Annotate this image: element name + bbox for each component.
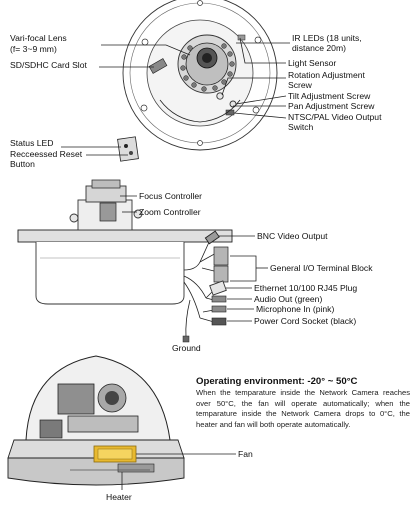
cable-connectors xyxy=(182,230,229,343)
reset-button-label: Recceessed Reset xyxy=(10,149,83,159)
top-view-leaders xyxy=(61,37,290,156)
lens-label: Vari-focal Lens xyxy=(10,33,67,43)
pan-screw-label: Pan Adjustment Screw xyxy=(288,101,375,111)
focus-controller-label: Focus Controller xyxy=(139,191,202,201)
operating-environment-title: Operating environment: -20° ~ 50°C xyxy=(196,376,358,387)
heater-label: Heater xyxy=(106,492,132,502)
ntsc-switch-label-2: Switch xyxy=(288,122,314,132)
cutaway-leaders xyxy=(121,453,236,490)
side-view-leaders xyxy=(120,195,268,322)
rotation-screw-label-2: Screw xyxy=(288,80,313,90)
card-slot-label: SD/SDHC Card Slot xyxy=(10,60,87,70)
fan-label: Fan xyxy=(238,449,253,459)
camera-cutaway-view xyxy=(7,355,185,486)
ntsc-switch-label: NTSC/PAL Video Output xyxy=(288,112,382,122)
ir-leds-label: IR LEDs (18 units, xyxy=(292,33,362,43)
ir-leds-label-2: distance 20m) xyxy=(292,43,346,53)
zoom-controller-label: Zoom Controller xyxy=(139,207,201,217)
rotation-screw-label: Rotation Adjustment xyxy=(288,70,366,80)
ground-label: Ground xyxy=(172,343,201,353)
bnc-output-label: BNC Video Output xyxy=(257,231,328,241)
light-sensor-label: Light Sensor xyxy=(288,58,336,68)
camera-side-view xyxy=(17,179,233,319)
power-socket-label: Power Cord Socket (black) xyxy=(254,316,356,326)
io-terminal-label: General I/O Terminal Block xyxy=(270,263,373,273)
lens-sub-label: (f= 3~9 mm) xyxy=(10,44,57,54)
microphone-in-label: Microphone In (pink) xyxy=(256,304,334,314)
ethernet-plug-label: Ethernet 10/100 RJ45 Plug xyxy=(254,283,357,293)
audio-out-label: Audio Out (green) xyxy=(254,294,322,304)
status-led-label: Status LED xyxy=(10,138,53,148)
status-led-detail xyxy=(117,136,139,162)
camera-top-view xyxy=(122,0,278,151)
operating-environment-note: Operating environment: -20° ~ 50°C When … xyxy=(196,376,410,430)
operating-environment-body: When the temparature inside the Network … xyxy=(196,388,410,429)
tilt-screw-label: Tilt Adjustment Screw xyxy=(288,91,371,101)
reset-button-label-2: Button xyxy=(10,159,35,169)
